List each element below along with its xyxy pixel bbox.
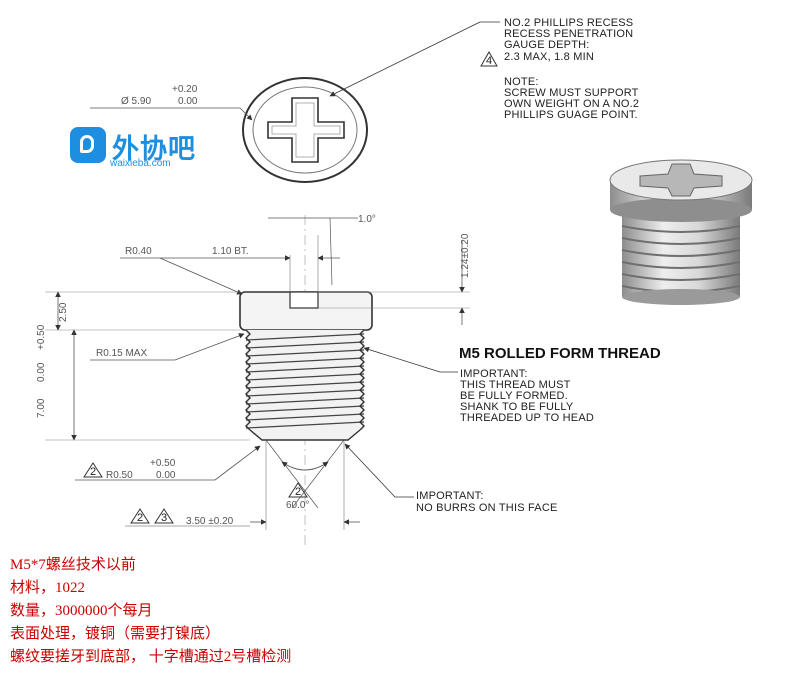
tip-flag-triangle: [83, 462, 103, 478]
r-head-label: R0.40: [125, 246, 152, 257]
head-height-label: 2.50: [58, 302, 69, 322]
requirement-line-3: 数量，3000000个每月: [10, 603, 153, 619]
slot-dimensions: 1.0° 1.10 BT. R0.40 1.24±0.20: [120, 214, 471, 325]
recess-flag-triangle: [480, 50, 498, 67]
support-note: NOTE: SCREW MUST SUPPORT OWN WEIGHT ON A…: [504, 76, 639, 121]
slot-width-label: 1.10 BT.: [212, 246, 249, 257]
svg-text:NOTE:: NOTE:: [504, 76, 539, 88]
tip-flag-number: 2: [90, 466, 96, 478]
top-diameter-tol-lower: 0.00: [178, 96, 198, 107]
tip-tol-upper: +0.50: [150, 458, 176, 469]
diam-flag-a-number: 2: [137, 512, 143, 524]
tip-diameter-label: 3.50 ±0.20: [186, 516, 234, 527]
length-tol-upper: +0.50: [36, 324, 47, 350]
svg-text:IMPORTANT:: IMPORTANT:: [416, 490, 484, 502]
logo-title: 外协吧: [112, 134, 196, 165]
svg-text:THIS THREAD MUST: THIS THREAD MUST: [460, 379, 571, 391]
top-diameter-tol-upper: +0.20: [172, 84, 198, 95]
logo-badge-icon: [70, 127, 106, 163]
svg-text:NO.2 PHILLIPS RECESS: NO.2 PHILLIPS RECESS: [504, 17, 633, 29]
slot-depth-label: 1.24±0.20: [460, 233, 471, 278]
svg-text:NO BURRS ON THIS FACE: NO BURRS ON THIS FACE: [416, 502, 558, 514]
angle-top-label: 1.0°: [358, 214, 376, 225]
burr-callout: IMPORTANT: NO BURRS ON THIS FACE: [344, 443, 558, 514]
recess-flag-number: 4: [486, 55, 492, 67]
side-head: [239, 291, 373, 331]
svg-text:OWN WEIGHT ON A NO.2: OWN WEIGHT ON A NO.2: [504, 98, 639, 110]
tip-radius-label: R0.50: [106, 470, 133, 481]
requirement-line-2: 材料，1022: [10, 580, 86, 596]
tip-angle-label: 60.0°: [286, 500, 309, 511]
top-diameter-dim: Ø 5.90 +0.20 0.00: [90, 84, 253, 121]
diam-flag-b-triangle: [154, 508, 174, 524]
svg-text:GAUGE DEPTH:: GAUGE DEPTH:: [504, 39, 590, 51]
diam-flag-a-triangle: [130, 508, 150, 524]
angle-flag-number: 2: [295, 486, 301, 498]
svg-text:PHILLIPS GUAGE POINT.: PHILLIPS GUAGE POINT.: [504, 109, 638, 121]
length-tol-lower: 0.00: [36, 362, 47, 382]
svg-text:THREADED UP TO HEAD: THREADED UP TO HEAD: [460, 412, 594, 424]
angle-flag-triangle: [288, 482, 308, 498]
head-top-view: [242, 77, 368, 183]
svg-text:IMPORTANT:: IMPORTANT:: [460, 368, 528, 380]
svg-text:SHANK TO BE FULLY: SHANK TO BE FULLY: [460, 401, 574, 413]
r-shank-label: R0.15 MAX: [96, 348, 147, 359]
top-diameter-label: Ø 5.90: [121, 96, 151, 107]
side-thread: [245, 329, 365, 441]
recess-note: NO.2 PHILLIPS RECESS RECESS PENETRATION …: [480, 17, 633, 67]
svg-text:BE FULLY FORMED.: BE FULLY FORMED.: [460, 390, 568, 402]
tip-tol-lower: 0.00: [156, 470, 176, 481]
svg-text:RECESS PENETRATION: RECESS PENETRATION: [504, 28, 633, 40]
length-label: 7.00: [36, 398, 47, 418]
recess-note-leader: [329, 21, 500, 97]
svg-text:2.3 MAX, 1.8 MIN: 2.3 MAX, 1.8 MIN: [504, 51, 594, 63]
svg-text:SCREW MUST SUPPORT: SCREW MUST SUPPORT: [504, 87, 639, 99]
length-dimensions: 2.50 7.00 0.00 +0.50 R0.15 MAX: [36, 291, 250, 441]
logo-url: waixieba.com: [110, 158, 171, 169]
requirement-line-1: M5*7螺丝技术以前: [10, 557, 136, 573]
thread-title: M5 ROLLED FORM THREAD: [459, 345, 661, 362]
waixieba-logo: 外协吧 waixieba.com: [70, 127, 220, 175]
requirement-line-4: 表面处理，镀铜（需要打镍底）: [10, 626, 221, 642]
thread-callout: M5 ROLLED FORM THREAD IMPORTANT: THIS TH…: [363, 345, 661, 424]
tip-dimensions: 2 60.0° 2 R0.50 +0.50 0.00 2 3 3.50 ±0.2…: [75, 439, 360, 530]
diam-flag-b-number: 3: [161, 512, 167, 524]
screw-3d-render: [609, 159, 753, 305]
requirement-line-5: 螺纹要搓牙到底部， 十字槽通过2号槽检测: [10, 649, 292, 665]
